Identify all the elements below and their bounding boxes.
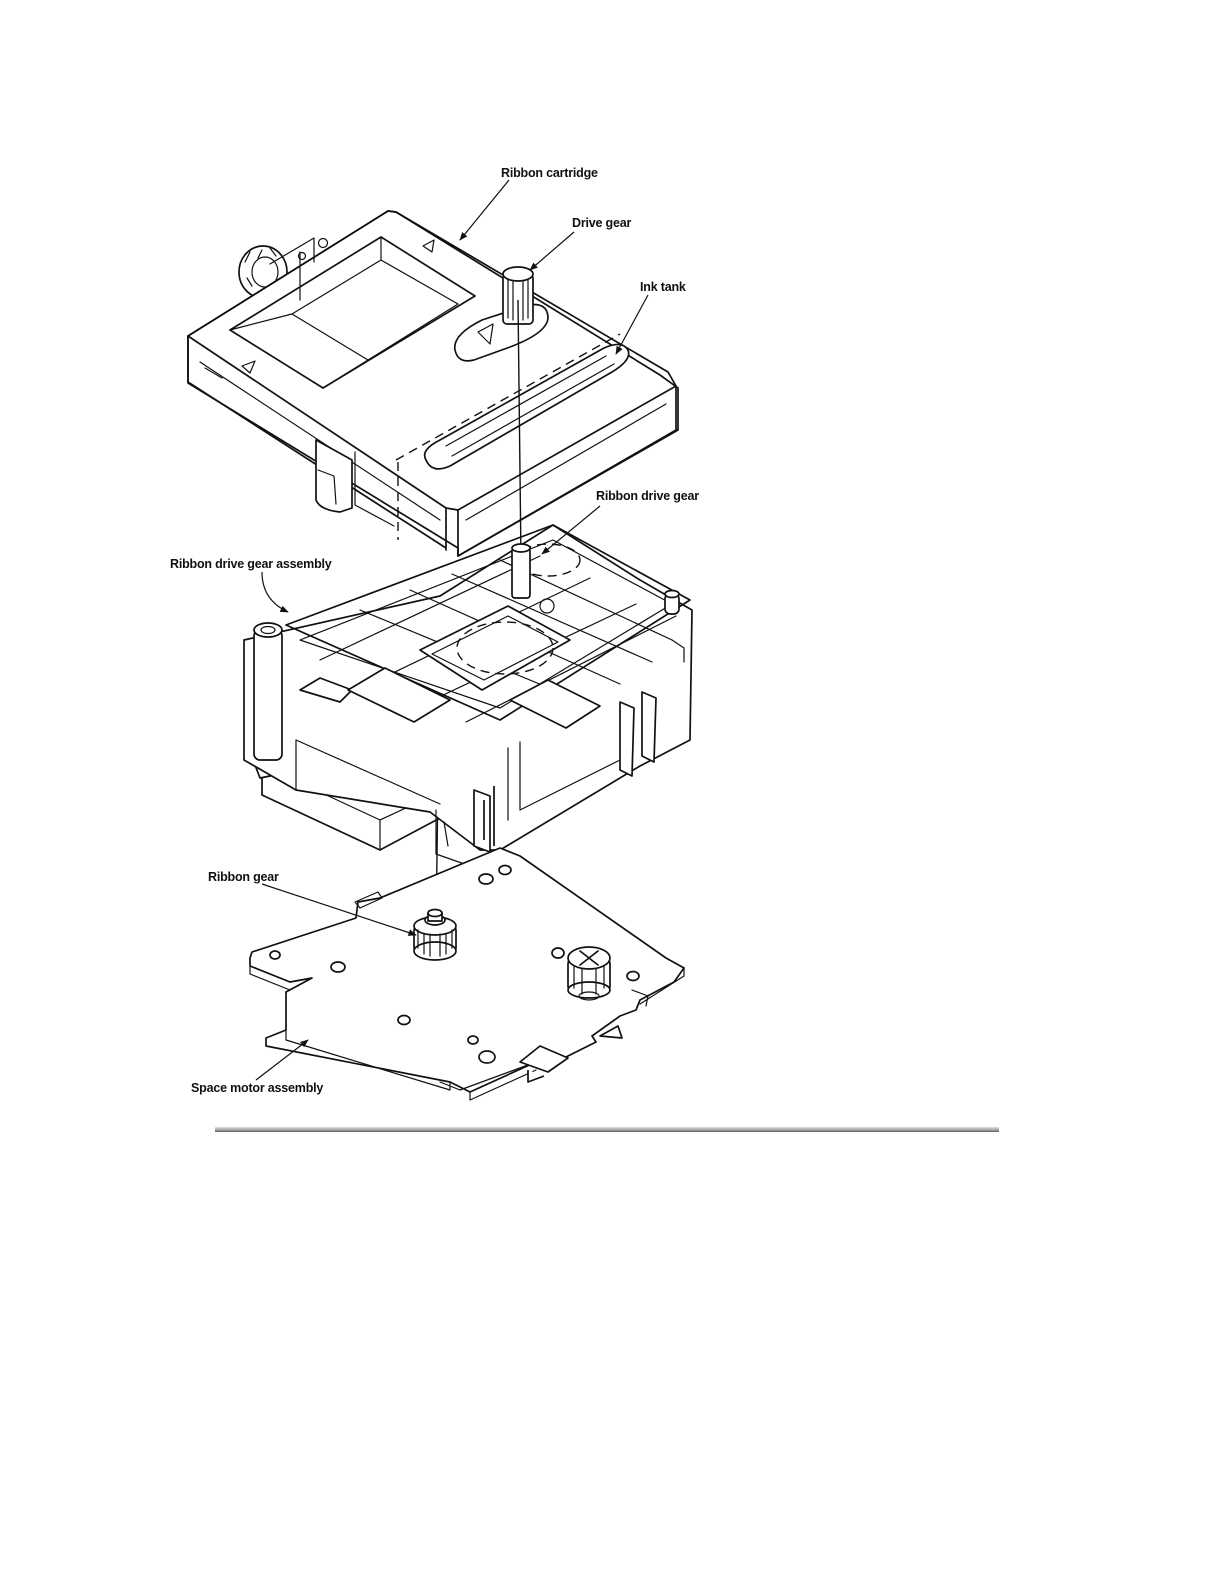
label-ribbon-cartridge: Ribbon cartridge (501, 166, 598, 180)
label-ribbon-gear: Ribbon gear (208, 870, 279, 884)
label-ink-tank: Ink tank (640, 280, 686, 294)
label-space-motor-assembly: Space motor assembly (191, 1081, 323, 1095)
label-ribbon-drive-gear: Ribbon drive gear (596, 489, 699, 503)
motor-screw (568, 947, 610, 1000)
label-ribbon-drive-gear-assembly: Ribbon drive gear assembly (170, 557, 332, 571)
horizontal-rule (215, 1127, 999, 1132)
space-motor-assembly (250, 848, 684, 1100)
ribbon-drive-gear-assembly (244, 525, 692, 866)
label-drive-gear: Drive gear (572, 216, 631, 230)
ribbon-cartridge (188, 211, 678, 556)
